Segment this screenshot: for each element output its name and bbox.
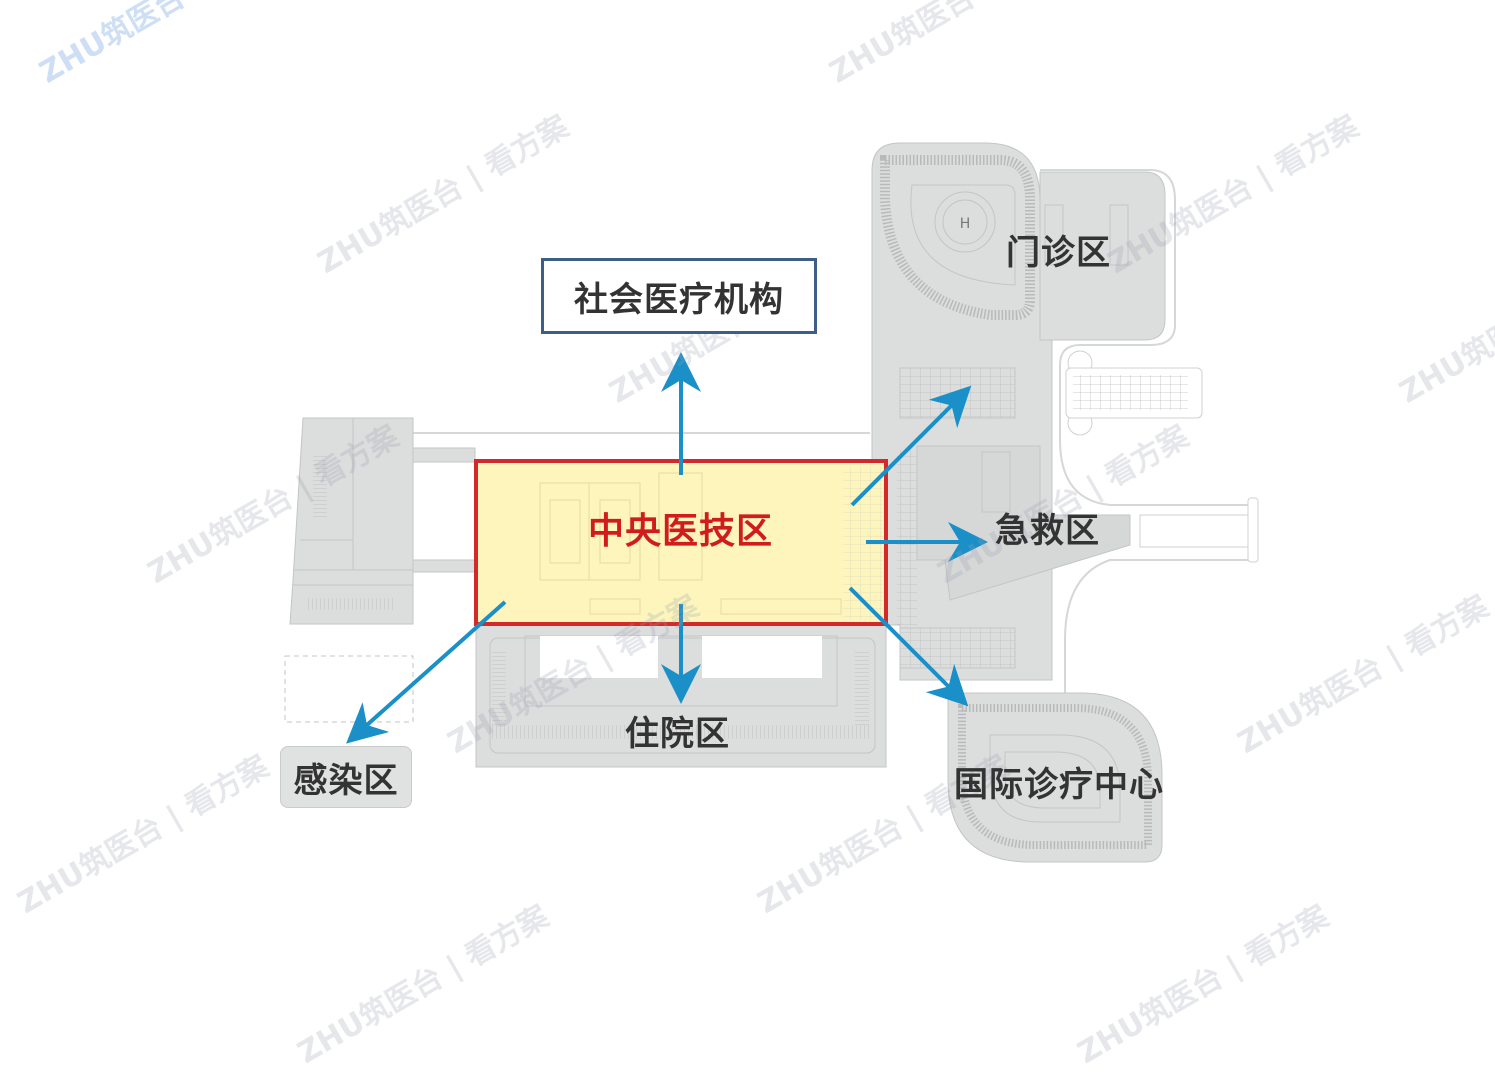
- arrow-to-outpatient: [850, 385, 972, 507]
- flow-arrows: [346, 352, 988, 744]
- zone-label-international-center: 国际诊疗中心: [954, 765, 1164, 805]
- zone-label-social-medical-institution: 社会医疗机构: [541, 258, 817, 334]
- zone-label-text: 社会医疗机构: [574, 279, 784, 320]
- arrow-to-international: [848, 586, 969, 707]
- center-zone-label: 中央医技区: [588, 511, 774, 552]
- east-pavilion: [1065, 350, 1259, 563]
- zone-label-text: 感染区: [293, 760, 399, 801]
- zone-label-emergency: 急救区: [995, 511, 1100, 551]
- left-building: [284, 417, 476, 723]
- international-center-building: [947, 692, 1163, 863]
- zone-label-infection: 感染区: [280, 746, 412, 808]
- helipad-marker: H: [960, 216, 971, 232]
- zone-label-outpatient: 门诊区: [1006, 233, 1111, 273]
- site-plan-svg: H: [284, 142, 1259, 863]
- site-plan-diagram: H: [12, 0, 1495, 1071]
- arrow-to-infection: [346, 600, 507, 744]
- main-spine-building: H: [871, 142, 1166, 681]
- zone-label-inpatient: 住院区: [625, 714, 730, 754]
- site-roads: [413, 169, 1250, 700]
